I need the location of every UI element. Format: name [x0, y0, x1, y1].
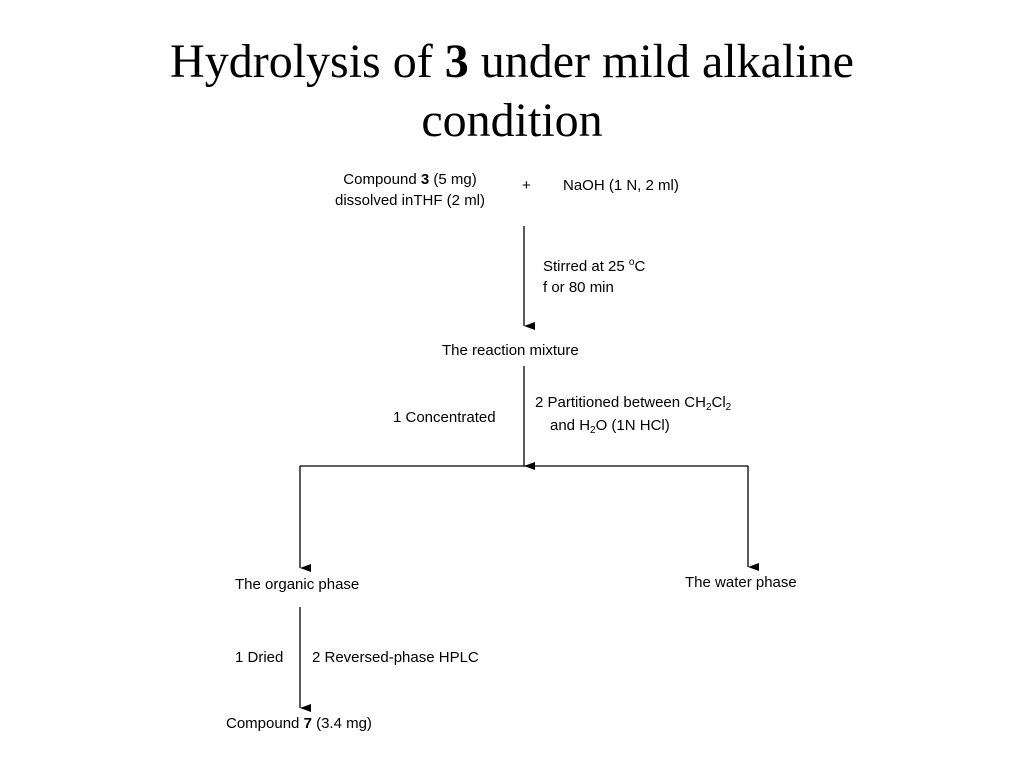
step-dried: 1 Dried [235, 649, 284, 666]
partition-text: Cl [711, 394, 726, 411]
stir-time: f or 80 min [543, 279, 614, 296]
title-text-1: Hydrolysis of [170, 35, 445, 88]
subscript: 2 [590, 425, 596, 436]
final-product: Compound 7 (3.4 mg) [226, 713, 372, 734]
slide-title: Hydrolysis of 3 under mild alkaline cond… [0, 32, 1024, 150]
plus-sign: + [522, 177, 531, 194]
stir-condition: Stirred at 25 oC f or 80 min [543, 256, 645, 298]
subscript: 2 [725, 402, 732, 413]
start-compound-pre: Compound [343, 171, 421, 188]
partition-water-text: O (1N HCl) [595, 417, 670, 434]
start-compound-post: (5 mg) [429, 171, 477, 188]
step-partition: 2 Partitioned between CH2Cl2 [535, 392, 731, 413]
organic-phase: The organic phase [235, 576, 360, 593]
start-compound-number: 3 [420, 171, 430, 188]
title-text-3: condition [421, 94, 603, 147]
product-pre: Compound [226, 715, 304, 732]
product-number: 7 [303, 715, 312, 732]
degree-sign: o [628, 257, 635, 268]
partition-water-text: and H [550, 417, 591, 434]
step-hplc: 2 Reversed-phase HPLC [312, 649, 479, 666]
reaction-mixture: The reaction mixture [442, 342, 579, 359]
step-concentrated: 1 Concentrated [393, 409, 496, 426]
title-compound-number: 3 [444, 35, 469, 88]
stir-temp: Stirred at 25 [543, 258, 629, 275]
starting-material: Compound 3 (5 mg) dissolved inTHF (2 ml) [312, 169, 508, 211]
step-partition-water: and H2O (1N HCl) [550, 415, 670, 436]
start-solvent: dissolved inTHF (2 ml) [334, 192, 486, 209]
product-post: (3.4 mg) [311, 715, 372, 732]
reagent-label: NaOH (1 N, 2 ml) [563, 177, 679, 194]
temp-unit: C [634, 258, 646, 275]
partition-text: 2 Partitioned between CH [535, 394, 706, 411]
water-phase: The water phase [685, 574, 797, 591]
title-text-2: under mild alkaline [468, 35, 854, 88]
subscript: 2 [705, 402, 712, 413]
